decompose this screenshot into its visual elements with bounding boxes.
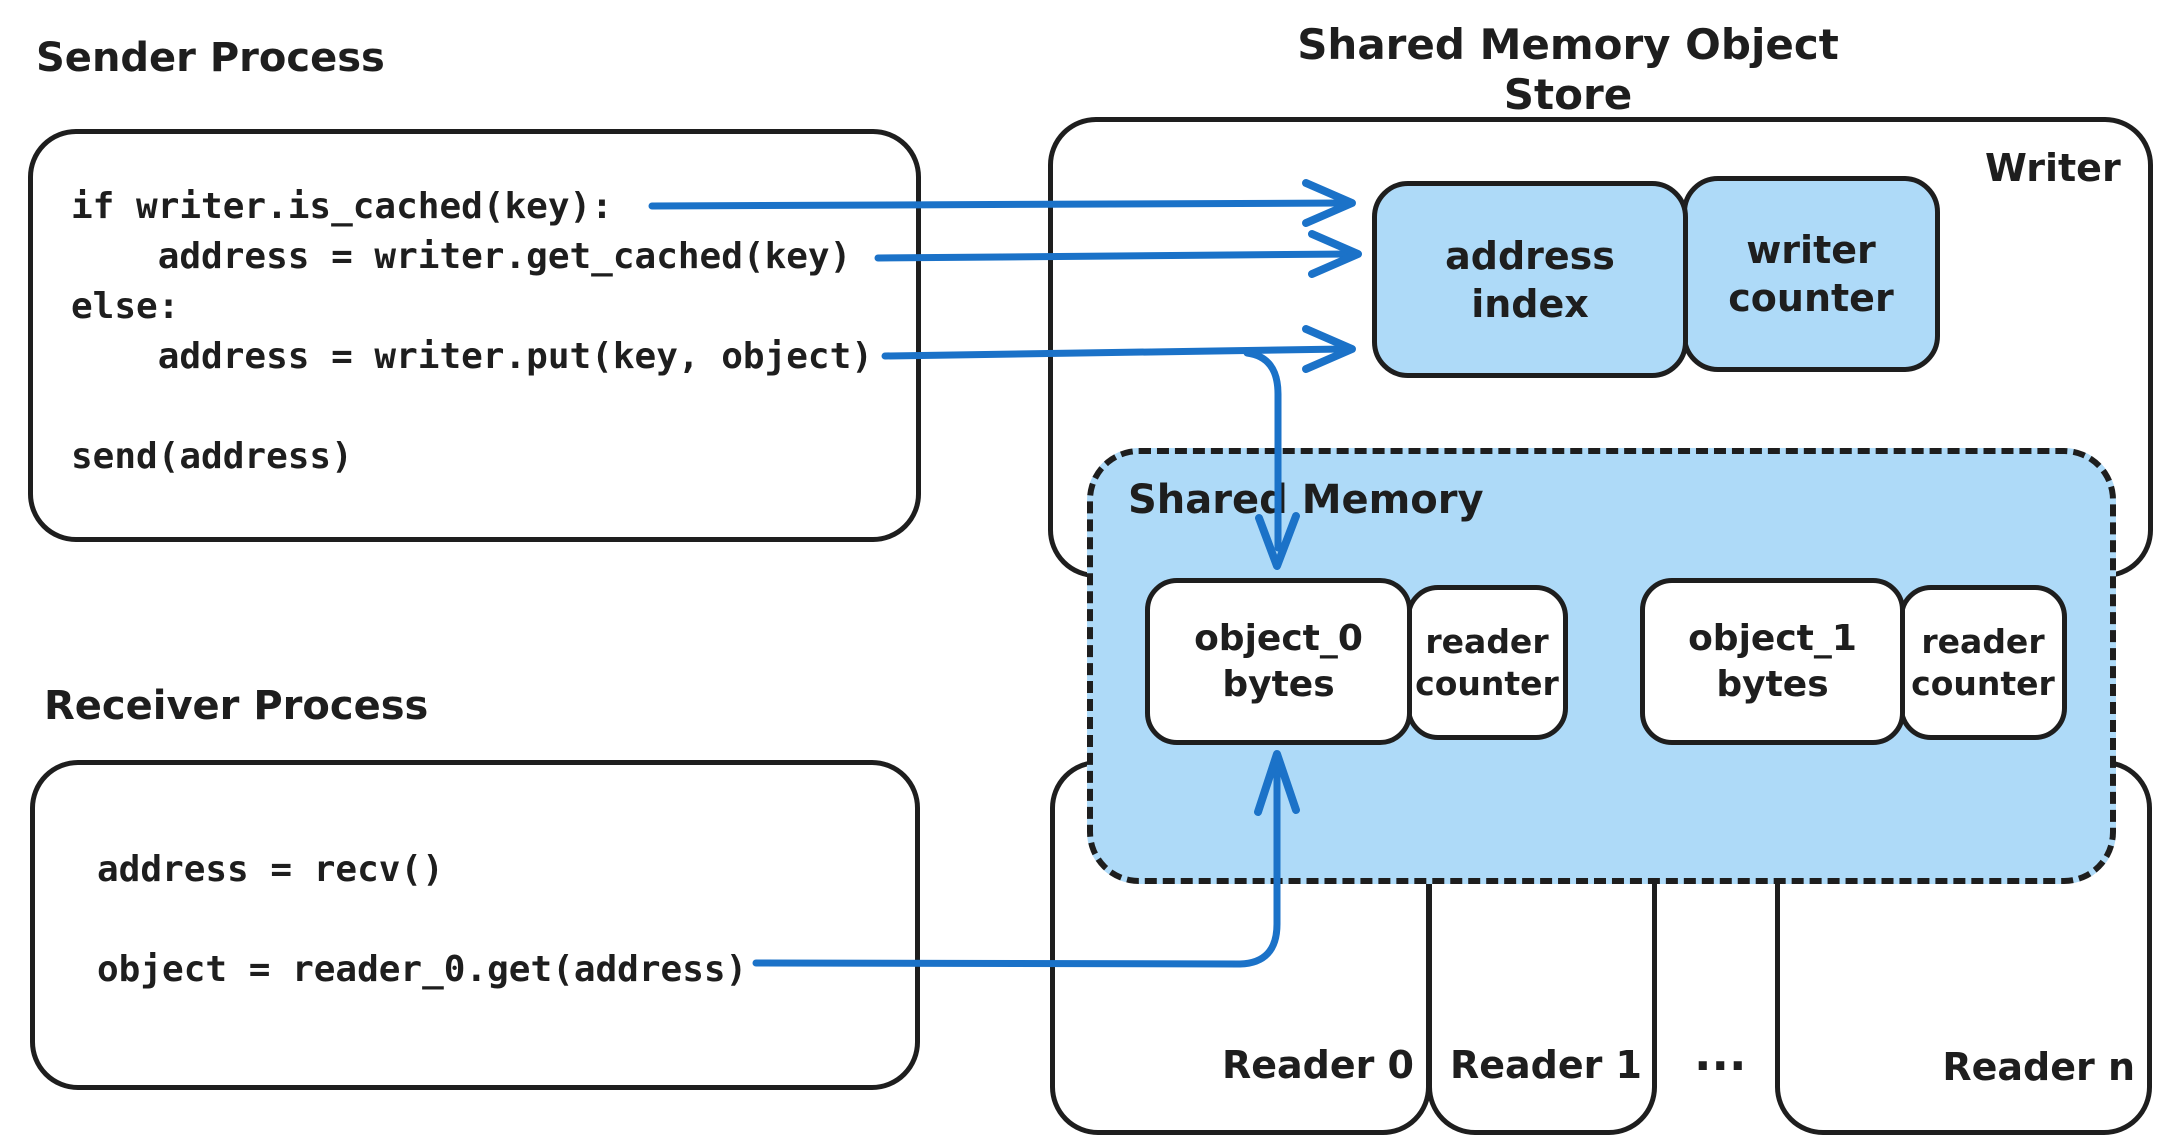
object-1-label: object_1 bytes: [1688, 617, 1857, 705]
sender-code: if writer.is_cached(key): address = writ…: [71, 186, 873, 477]
page-title: Shared Memory Object Store: [1297, 20, 1839, 119]
sender-process-box: if writer.is_cached(key): address = writ…: [28, 129, 921, 542]
address-index-label: address index: [1445, 233, 1615, 326]
reader-counter-0-label: reader counter: [1415, 621, 1559, 703]
object-0-label: object_0 bytes: [1194, 617, 1363, 705]
readers-ellipsis: ...: [1694, 1027, 1747, 1081]
writer-label: Writer: [1985, 146, 2121, 190]
writer-counter-label: writer counter: [1728, 228, 1894, 320]
address-index-box: address index: [1372, 181, 1688, 378]
reader-0-label: Reader 0: [1221, 1043, 1414, 1087]
reader-counter-0-box: reader counter: [1406, 585, 1568, 740]
receiver-code: address = recv() object = reader_0.get(a…: [97, 849, 748, 990]
receiver-process-label: Receiver Process: [44, 683, 429, 729]
reader-counter-1-label: reader counter: [1911, 621, 2055, 703]
object-0-box: object_0 bytes: [1145, 578, 1412, 745]
object-1-box: object_1 bytes: [1640, 578, 1905, 745]
reader-counter-1-box: reader counter: [1899, 585, 2067, 740]
writer-counter-box: writer counter: [1682, 176, 1940, 372]
reader-1-label: Reader 1: [1449, 1043, 1642, 1087]
reader-n-label: Reader n: [1942, 1045, 2135, 1089]
shared-memory-label: Shared Memory: [1128, 477, 1484, 523]
receiver-process-box: address = recv() object = reader_0.get(a…: [30, 760, 920, 1090]
sender-process-label: Sender Process: [36, 35, 385, 81]
